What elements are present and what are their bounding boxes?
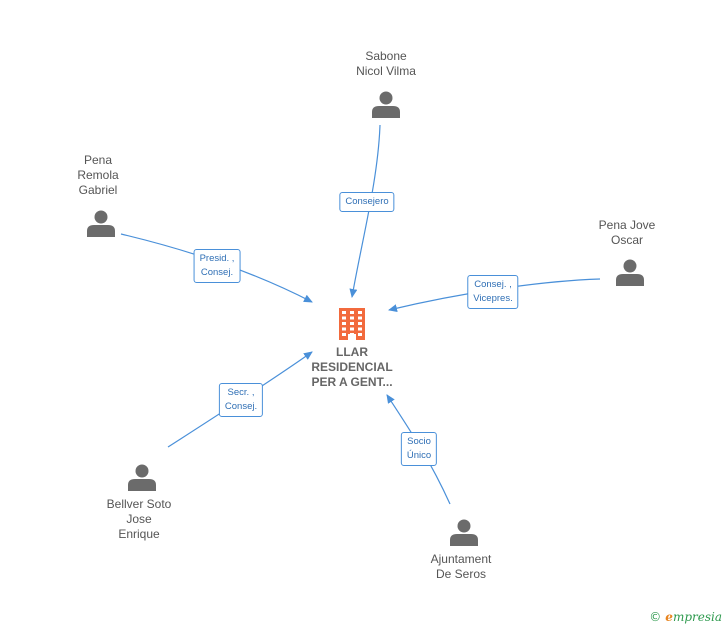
- person-icon[interactable]: [372, 91, 400, 119]
- person-name[interactable]: Bellver Soto Jose Enrique: [106, 497, 172, 541]
- role-badge: Presid. , Consej.: [193, 249, 241, 283]
- person-icon[interactable]: [616, 259, 644, 287]
- role-badge: Consejero: [339, 192, 395, 212]
- role-badge: Secr. , Consej.: [218, 383, 264, 417]
- person-icon[interactable]: [87, 210, 115, 238]
- person-icon[interactable]: [128, 464, 156, 492]
- person-name[interactable]: Pena Remola Gabriel: [77, 153, 119, 197]
- brand-logo: ©empresia: [649, 610, 722, 624]
- copyright-icon: ©: [649, 610, 662, 624]
- person-name[interactable]: Sabone Nicol Vilma: [356, 49, 416, 78]
- person-name[interactable]: Pena Jove Oscar: [598, 218, 656, 247]
- company-name[interactable]: LLAR RESIDENCIAL PER A GENT...: [311, 345, 393, 389]
- building-icon[interactable]: [339, 308, 365, 340]
- role-badge: Socio Único: [400, 432, 438, 466]
- person-icon[interactable]: [450, 519, 478, 547]
- person-name[interactable]: Ajuntament De Seros: [430, 552, 492, 581]
- role-badge: Consej. , Vicepres.: [467, 275, 519, 309]
